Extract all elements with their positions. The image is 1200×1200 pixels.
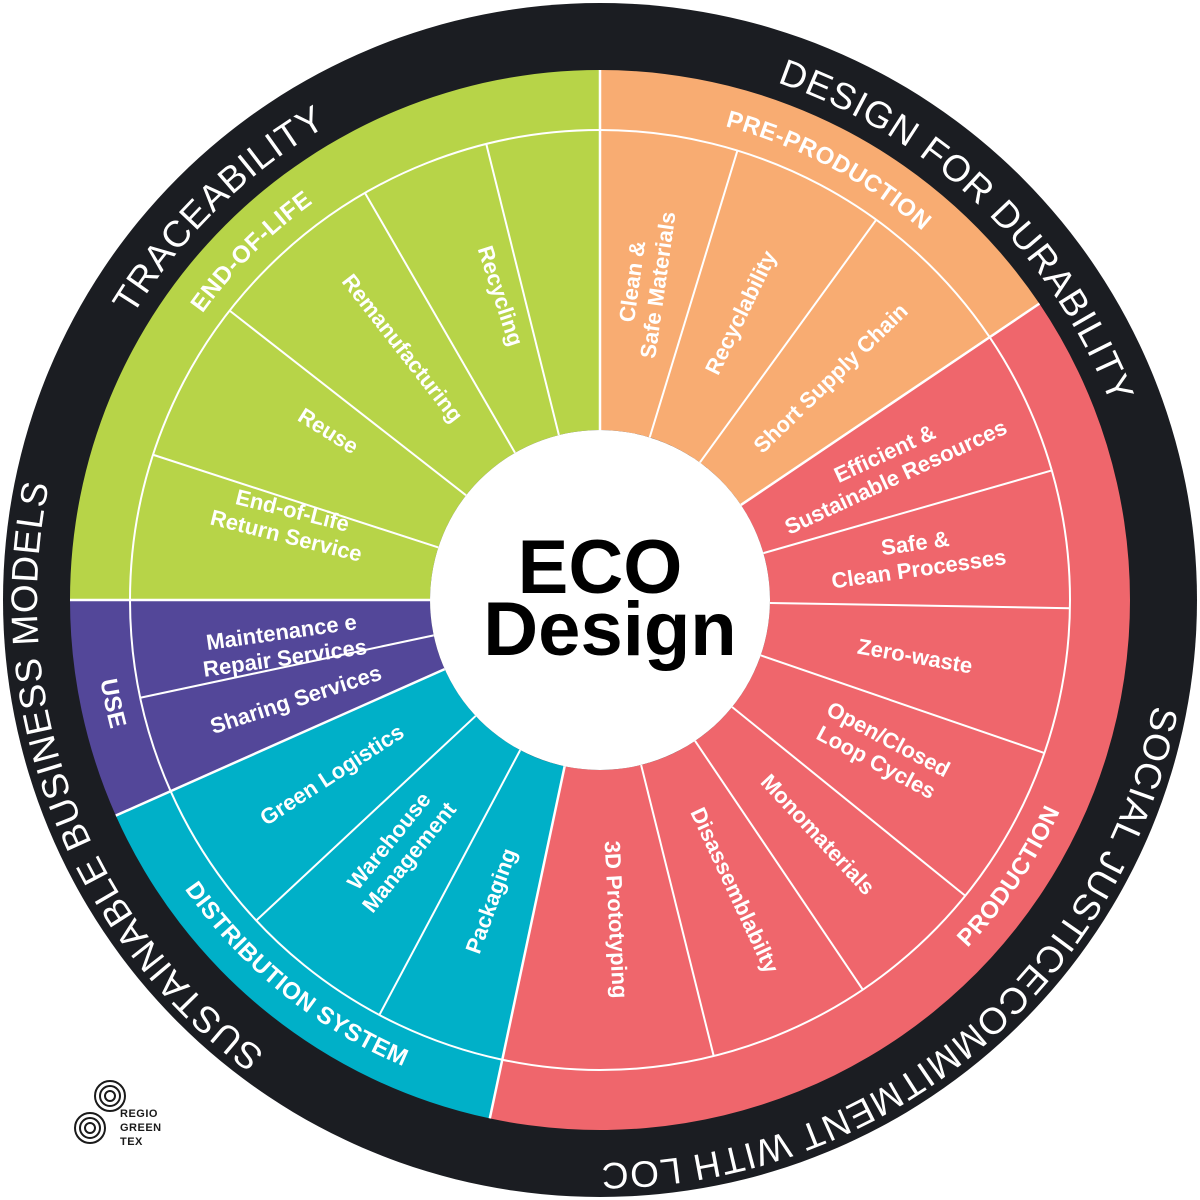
item-divider	[485, 143, 560, 436]
item-divider	[152, 453, 439, 549]
band-arc	[129, 599, 172, 792]
logo-text-green: GREEN	[120, 1122, 162, 1134]
logo-mark-icon	[74, 1080, 126, 1144]
band-arc	[502, 336, 1071, 1071]
item-divider	[648, 150, 739, 438]
phase-sector-end-of-life	[70, 70, 600, 600]
band-arc	[129, 129, 601, 601]
center-title-eco: ECO	[518, 525, 683, 610]
phase-sector-pre-production	[600, 70, 1040, 505]
phase-sector-distribution-system	[115, 669, 565, 1119]
item-divider	[760, 654, 1045, 754]
band-arc	[599, 129, 991, 338]
item-divider	[255, 715, 477, 922]
item-divider	[229, 309, 467, 497]
item-divider	[699, 219, 878, 464]
item-divider	[378, 749, 522, 1016]
band-arc	[169, 790, 503, 1061]
regio-green-tex-logo: REGIO GREEN TEX	[74, 1080, 162, 1148]
logo-text-tex: TEX	[120, 1136, 143, 1148]
item-divider	[694, 740, 864, 991]
item-divider	[769, 601, 1070, 610]
item-divider	[731, 706, 966, 897]
logo-text-regio: REGIO	[120, 1108, 158, 1120]
item-divider	[140, 634, 434, 699]
center-title-design: Design	[483, 587, 736, 672]
phase-sector-production	[489, 303, 1131, 1130]
item-divider	[364, 192, 516, 454]
center-circle	[430, 430, 770, 770]
item-divider	[640, 764, 715, 1057]
item-divider	[763, 469, 1053, 555]
